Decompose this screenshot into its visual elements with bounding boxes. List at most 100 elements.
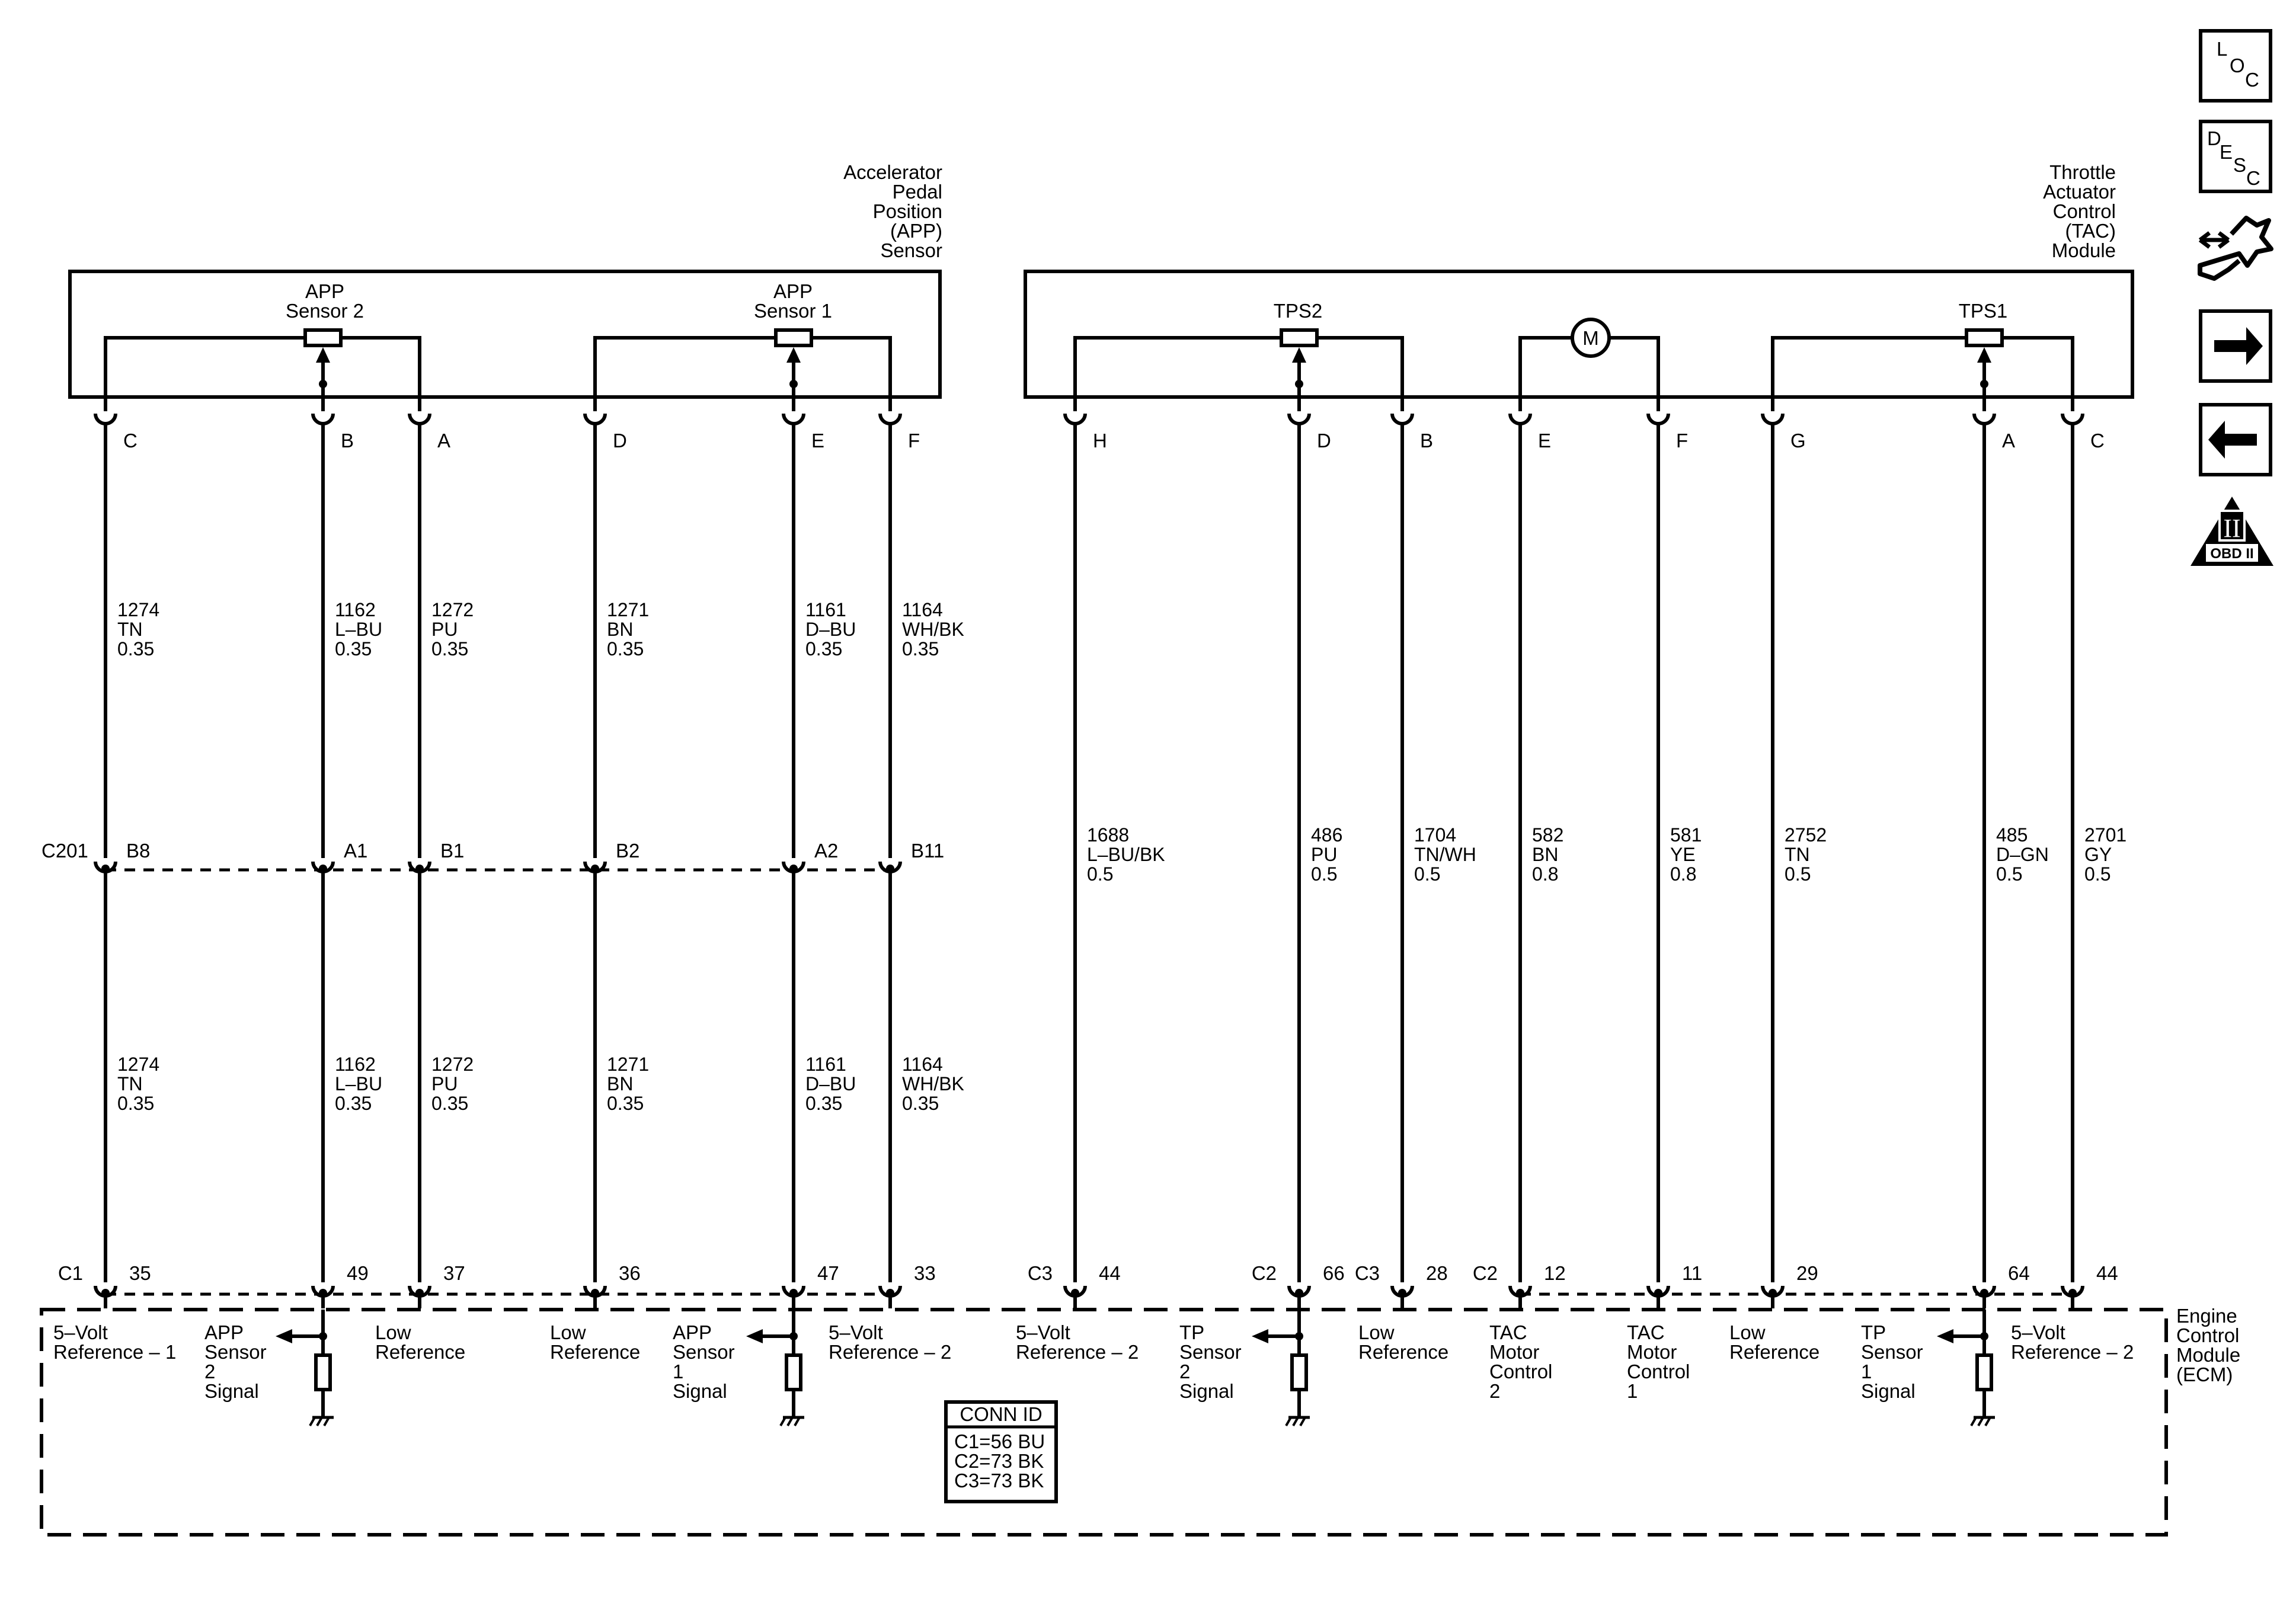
desc-icon <box>2199 120 2272 193</box>
wire-label: PU <box>1311 844 1337 865</box>
upper-wire-label: D–BU <box>805 619 856 640</box>
ecm-pin-label: 47 <box>817 1262 839 1284</box>
ecm-pin-description: Sensor <box>204 1341 267 1363</box>
ecm-pin-label: 12 <box>1544 1262 1566 1284</box>
lower-wire-label: 0.35 <box>117 1093 154 1114</box>
ecm-pin-dot <box>591 1289 599 1297</box>
ground-hatch <box>323 1417 330 1426</box>
ecm-title: (ECM) <box>2176 1363 2233 1385</box>
loc-button[interactable]: LOC <box>2199 29 2272 103</box>
obd-ii-numeral: II <box>2223 514 2240 543</box>
desc-letter: S <box>2233 154 2246 176</box>
upper-wire-label: 0.35 <box>335 638 372 660</box>
wiper-dot <box>1980 380 1988 388</box>
ground-icon <box>779 1416 804 1426</box>
obd-ii-label-bg <box>2206 544 2258 562</box>
ecm-pin-description: Low <box>1358 1321 1395 1343</box>
obd-ii-button[interactable]: II OBD II <box>2191 497 2273 566</box>
lower-wire-label: 1161 <box>805 1054 846 1075</box>
wire-label: TN <box>1785 844 1810 865</box>
wire-label: 0.5 <box>1414 863 1440 885</box>
ecm-connector-label: C3 <box>1028 1262 1053 1284</box>
inline-pin-label: A2 <box>814 840 838 862</box>
ground-hatch <box>1984 1417 1991 1426</box>
ecm-title: Control <box>2176 1324 2239 1346</box>
component-pin-label: F <box>1676 430 1688 452</box>
conn-id-entry: C2=73 BK <box>954 1450 1044 1472</box>
lower-wire-label: 1162 <box>335 1054 376 1075</box>
upper-wire-label: 0.35 <box>117 638 154 660</box>
conn-id-entry: C1=56 BU <box>954 1430 1045 1452</box>
ecm-connector-label: C3 <box>1355 1262 1380 1284</box>
ecm-pin-description: TP <box>1861 1321 1886 1343</box>
lower-wire-label: PU <box>431 1073 458 1094</box>
ecm-pin-label: 33 <box>914 1262 936 1284</box>
tac-module-title: Control <box>2053 200 2116 222</box>
next-page-button[interactable] <box>2199 309 2272 383</box>
lower-wire-label: 0.35 <box>902 1093 939 1114</box>
app-sensor-1-potentiometer <box>593 328 892 411</box>
app-sensor-2-potentiometer <box>104 328 421 411</box>
app-sensor-title: Accelerator <box>843 161 942 183</box>
ecm-pin-description: Sensor <box>1179 1341 1242 1363</box>
ecm-pin-label: 44 <box>2096 1262 2118 1284</box>
component-pin-label: G <box>1790 430 1806 452</box>
component-pin-label: E <box>1538 430 1551 452</box>
loc-letter: O <box>2230 55 2245 76</box>
tps2-label: TPS2 <box>1274 300 1323 322</box>
ground-hatch <box>1977 1417 1984 1426</box>
tac-module-title: (TAC) <box>2065 220 2116 242</box>
conn-id-entry: C3=73 BK <box>954 1470 1044 1491</box>
ecm-pin-description: 2 <box>1179 1361 1190 1382</box>
component-pin-label: B <box>1420 430 1433 452</box>
ecm-pin-description: Control <box>1627 1361 1690 1382</box>
ecm-pin-label: 11 <box>1682 1262 1702 1284</box>
wire-label: BN <box>1532 844 1558 865</box>
ecm-pin-description: APP <box>204 1321 244 1343</box>
ground-hatch <box>794 1417 801 1426</box>
lower-wire-label: TN <box>117 1073 143 1094</box>
wire-label: 0.5 <box>1996 863 2022 885</box>
ground-hatch <box>1970 1417 1977 1426</box>
previous-page-button[interactable] <box>2199 403 2272 476</box>
obd-ii-label: OBD II <box>2210 546 2253 562</box>
ground-hatch <box>779 1417 786 1426</box>
ground-hatch <box>1285 1417 1292 1426</box>
wire-label: YE <box>1670 844 1696 865</box>
ecm-pin-label: 35 <box>129 1262 151 1284</box>
ecm-pin-description: Low <box>550 1321 586 1343</box>
connector-end-view-button[interactable] <box>2198 216 2273 281</box>
tp-sensor-2-signal-input <box>1252 1310 1310 1426</box>
desc-letter: E <box>2220 141 2233 163</box>
resistor-symbol <box>1965 328 2004 347</box>
motor-label: M <box>1582 327 1599 349</box>
desc-letter: C <box>2246 167 2260 189</box>
app-sensor-1-label: Sensor 1 <box>754 300 832 322</box>
ecm-pin-description: Reference <box>550 1341 640 1363</box>
ecm-pin-dot <box>1295 1289 1303 1297</box>
wiper-arrow <box>316 347 330 363</box>
tps1-potentiometer <box>1771 328 2074 411</box>
pull-resistor <box>785 1353 802 1391</box>
ecm-pin-label: 66 <box>1323 1262 1345 1284</box>
lower-wire-label: 1272 <box>431 1054 474 1075</box>
app-sensor-outline <box>68 270 942 399</box>
ecm-pin-description: Low <box>1729 1321 1766 1343</box>
ecm-pin-label: 44 <box>1099 1262 1121 1284</box>
wire-label: 486 <box>1311 824 1342 846</box>
lower-wire-label: BN <box>607 1073 633 1094</box>
ecm-pin-description: Reference – 2 <box>2011 1341 2134 1363</box>
wire-label: 0.5 <box>1785 863 1811 885</box>
ecm-pin-description: APP <box>673 1321 712 1343</box>
wire-label: 1688 <box>1087 824 1129 846</box>
ecm-pin-description: Signal <box>204 1380 259 1402</box>
upper-wire-label: 0.35 <box>431 638 468 660</box>
sense-arrow-head <box>1937 1329 1953 1343</box>
upper-wire-label: BN <box>607 619 633 640</box>
app-sensor-2-label: Sensor 2 <box>286 300 364 322</box>
